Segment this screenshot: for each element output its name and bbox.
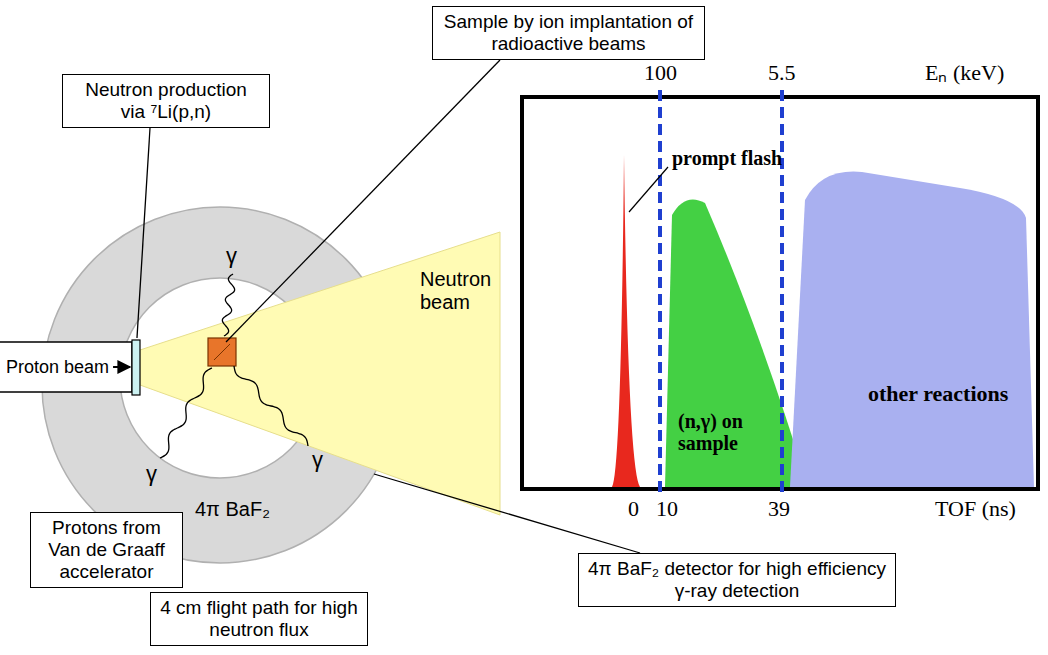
beam-label: Proton beam: [6, 356, 109, 379]
axis-number: 5.5: [768, 60, 796, 85]
beam-label: Neutron beam: [420, 268, 498, 314]
axis-number: 10: [656, 496, 678, 521]
leader-line: [629, 167, 668, 212]
callout-box: 4 cm flight path for high neutron flux: [150, 592, 368, 646]
capture-region: [665, 199, 808, 487]
energy-cut: [658, 90, 662, 495]
peak-label: prompt flash: [672, 147, 782, 169]
callout-text: 4π BaF₂ detector for high efficiency γ-r…: [587, 558, 887, 602]
axis-title: Eₙ (keV): [925, 60, 1004, 85]
axis-number: 0: [628, 496, 639, 521]
callout-text: Protons from Van de Graaff accelerator: [39, 517, 174, 583]
callout-box: 4π BaF₂ detector for high efficiency γ-r…: [578, 553, 896, 607]
beam-pipe: [0, 342, 132, 392]
axis-title: TOF (ns): [935, 496, 1016, 521]
gamma-ray: [160, 368, 212, 458]
gamma-label: γ: [226, 244, 237, 267]
axis-number: 100: [644, 60, 677, 85]
leader-line: [137, 128, 150, 338]
axis-number: 39: [768, 496, 790, 521]
gamma-ray: [234, 366, 308, 446]
region-label: other reactions: [868, 383, 1008, 405]
sample-mark: [214, 344, 230, 360]
callout-box: Protons from Van de Graaff accelerator: [30, 512, 183, 588]
background-region: [790, 172, 1034, 487]
sample: [208, 338, 236, 366]
leader-line: [374, 474, 640, 553]
callout-text: 4 cm flight path for high neutron flux: [159, 597, 359, 641]
beam-arrow: [113, 366, 130, 368]
gamma-label: γ: [312, 448, 323, 471]
callout-text: Sample by ion implantation of radioactiv…: [441, 11, 696, 55]
gamma-label: γ: [146, 462, 157, 485]
callout-box: Neutron production via ⁷Li(p,n): [62, 74, 270, 128]
callout-text: Neutron production via ⁷Li(p,n): [71, 79, 261, 123]
detector-label: 4π BaF₂: [195, 498, 270, 521]
lithium-target: [132, 340, 140, 395]
region-label: (n,γ) on sample: [678, 410, 778, 454]
neutron-cone: [140, 232, 500, 515]
callout-box: Sample by ion implantation of radioactiv…: [432, 6, 705, 60]
gamma-ray: [222, 274, 234, 336]
